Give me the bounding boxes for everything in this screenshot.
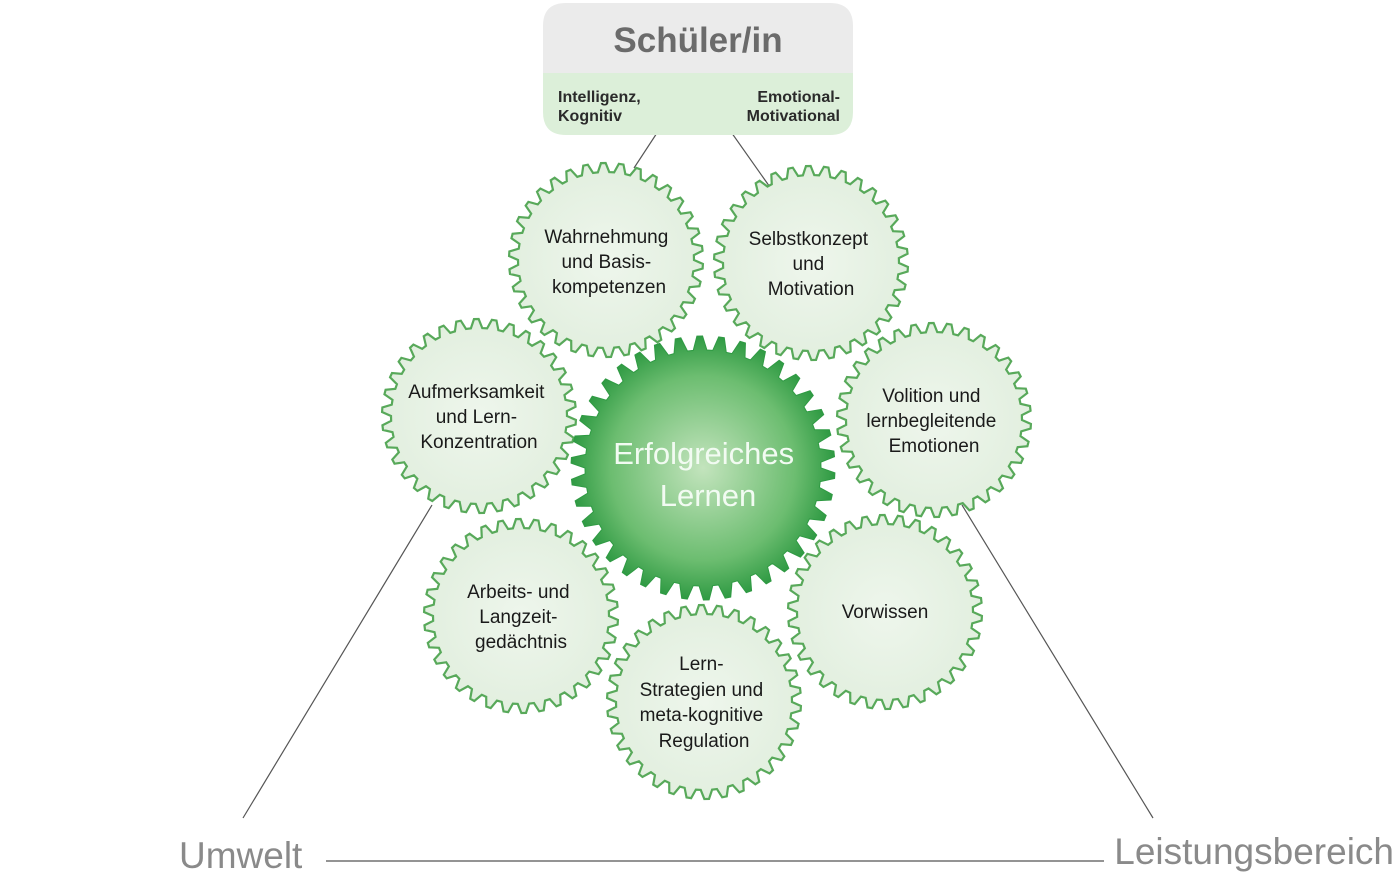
student-box-bottom [543, 73, 853, 135]
gear-gedaechtnis: Arbeits- und Langzeit- gedächtnis [422, 517, 620, 715]
corner-leistungsbereich: Leistungsbereich [1114, 831, 1394, 872]
student-left-line-1: Intelligenz, [558, 89, 641, 106]
gear-aufmerksamkeit: Aufmerksamkeit und Lern- Konzentration [380, 317, 578, 515]
gear-aufmerksamkeit-label: Aufmerksamkeit und Lern- Konzentration [408, 382, 549, 453]
gear-selbstkonzept: Selbstkonzept und Motivation [712, 164, 910, 362]
gear-selbstkonzept-label: Selbstkonzept und Motivation [749, 229, 874, 300]
student-right-line-1: Emotional- [757, 89, 840, 106]
gear-aufmerksamkeit-outline [380, 317, 578, 515]
gear-wahrnehmung: Wahrnehmung und Basis- kompetenzen [507, 161, 705, 359]
student-right-line-2: Motivational [747, 108, 840, 125]
gear-volition: Volition und lernbegleitende Emotionen [835, 321, 1033, 519]
gear-lernstrategien-outline [605, 603, 803, 801]
gear-vorwissen-outline [786, 513, 984, 711]
gear-gedaechtnis-label: Arbeits- und Langzeit- gedächtnis [467, 582, 575, 653]
gear-volition-outline [835, 321, 1033, 519]
gear-wahrnehmung-label: Wahrnehmung und Basis- kompetenzen [544, 227, 673, 298]
student-box: Schüler/in Intelligenz, Kognitiv Emotion… [543, 3, 853, 135]
student-box-top [543, 3, 853, 73]
center-gear-label: Erfolgreiches Lernen [613, 436, 803, 513]
gear-lernstrategien: Lern- Strategien und meta-kognitive Regu… [605, 603, 803, 801]
gear-gedaechtnis-outline [422, 517, 620, 715]
outer-gears: Wahrnehmung und Basis- kompetenzen Selbs… [380, 161, 1033, 801]
line-left-side [242, 504, 433, 819]
line-right-side [961, 504, 1154, 819]
center-gear: Erfolgreiches Lernen [570, 335, 836, 601]
student-left-line-2: Kognitiv [558, 108, 622, 125]
center-gear-outline [570, 335, 836, 601]
student-title: Schüler/in [613, 21, 782, 60]
corner-umwelt: Umwelt [179, 835, 303, 876]
gear-vorwissen-label: Vorwissen [842, 602, 929, 623]
gear-volition-label: Volition und lernbegleitende Emotionen [866, 386, 1001, 457]
gear-wahrnehmung-outline [507, 161, 705, 359]
gear-lernstrategien-label: Lern- Strategien und meta-kognitive Regu… [640, 654, 769, 752]
gear-vorwissen: Vorwissen [786, 513, 984, 711]
gear-selbstkonzept-outline [712, 164, 910, 362]
